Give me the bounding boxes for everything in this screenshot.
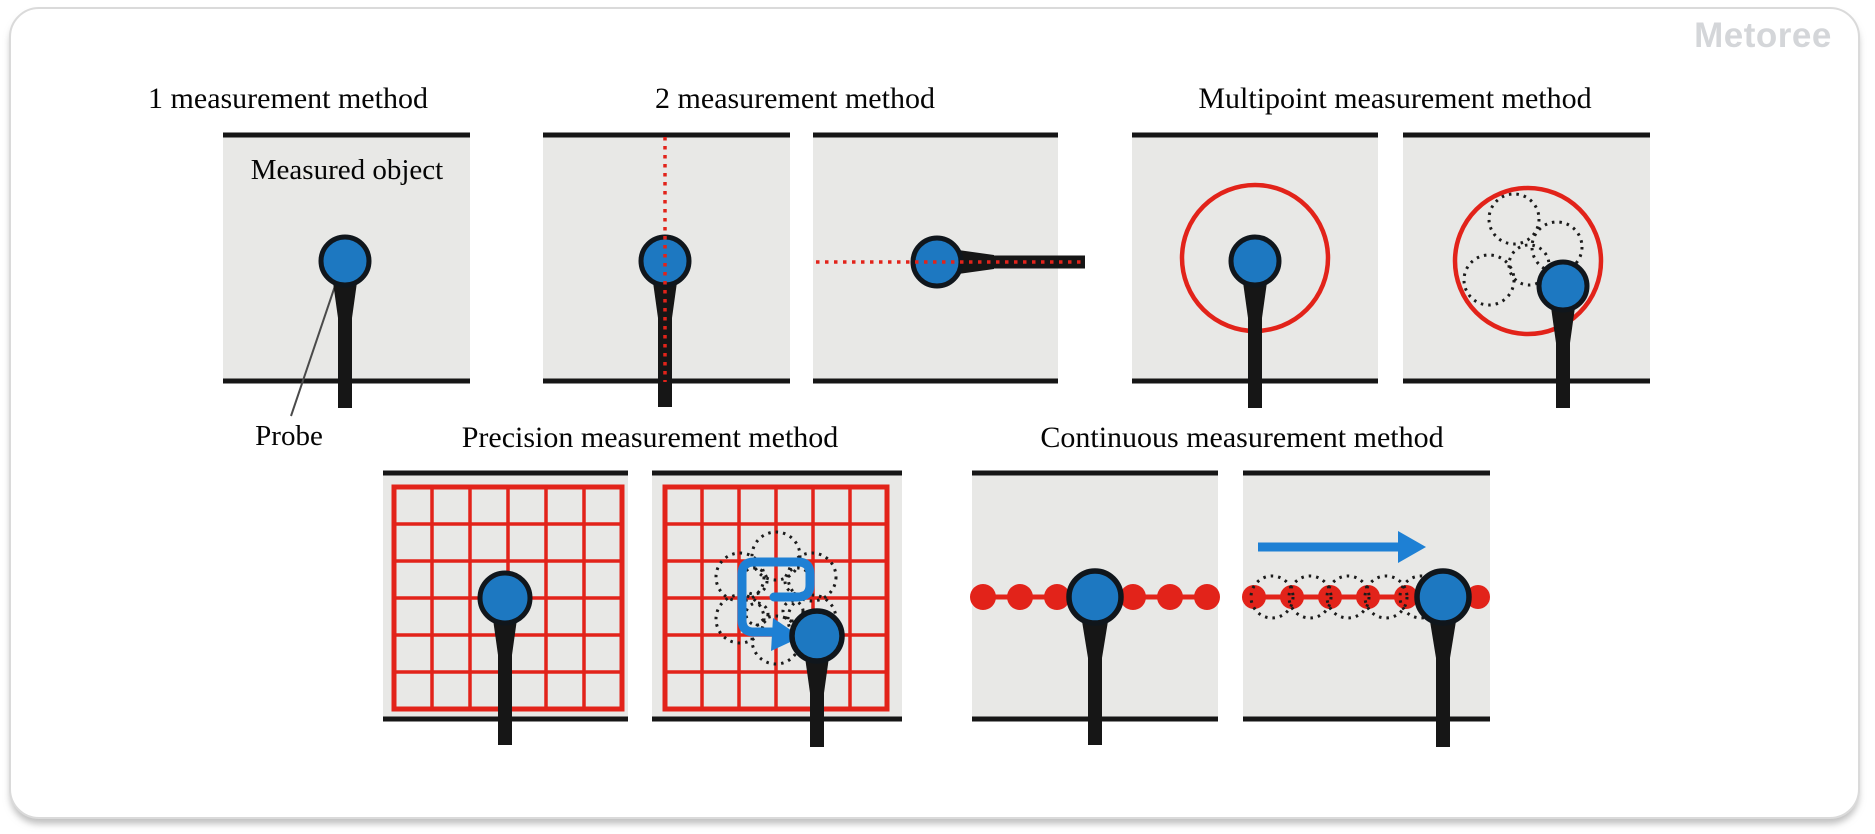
probe-label: Probe	[255, 420, 323, 452]
group-title-two-point: 2 measurement method	[655, 82, 935, 115]
probe-icon	[1414, 568, 1472, 747]
probe-icon	[318, 234, 372, 408]
probe-icon-horizontal	[910, 235, 1085, 289]
probe-icon	[789, 608, 845, 747]
measure-path-circle	[1452, 185, 1604, 337]
group-title-precision: Precision measurement method	[461, 421, 839, 454]
panel-precision-grid	[383, 470, 628, 745]
probe-leader-line	[290, 282, 337, 417]
group-title-continuous: Continuous measurement method	[1040, 421, 1444, 454]
panel-precision-scan	[652, 470, 902, 747]
panel-continuous-points	[970, 470, 1220, 745]
panel-two-point-horizontal	[813, 132, 1085, 384]
scan-path-arrow	[737, 557, 815, 651]
probe-icon	[638, 234, 692, 407]
measured-object-label: Measured object	[250, 154, 444, 186]
group-title-multipoint: Multipoint measurement method	[1198, 82, 1592, 115]
probe-icon	[1536, 259, 1590, 408]
panel-multipoint-touches	[1403, 132, 1650, 408]
panel-single-point	[223, 132, 470, 417]
group-title-single-point: 1 measurement method	[148, 82, 428, 115]
probe-icon	[1228, 234, 1282, 408]
measured-object-box	[1403, 137, 1650, 379]
probe-icon	[477, 570, 533, 745]
scan-direction-arrow	[1258, 531, 1426, 563]
panel-continuous-scan	[1242, 470, 1490, 747]
measure-grid	[391, 484, 625, 712]
panel-multipoint-circle	[1132, 132, 1378, 408]
measure-point-chain	[970, 584, 1220, 610]
metoree-watermark: Metoree	[1694, 16, 1832, 55]
panel-two-point-vertical	[543, 132, 790, 407]
probe-icon	[1066, 568, 1124, 745]
